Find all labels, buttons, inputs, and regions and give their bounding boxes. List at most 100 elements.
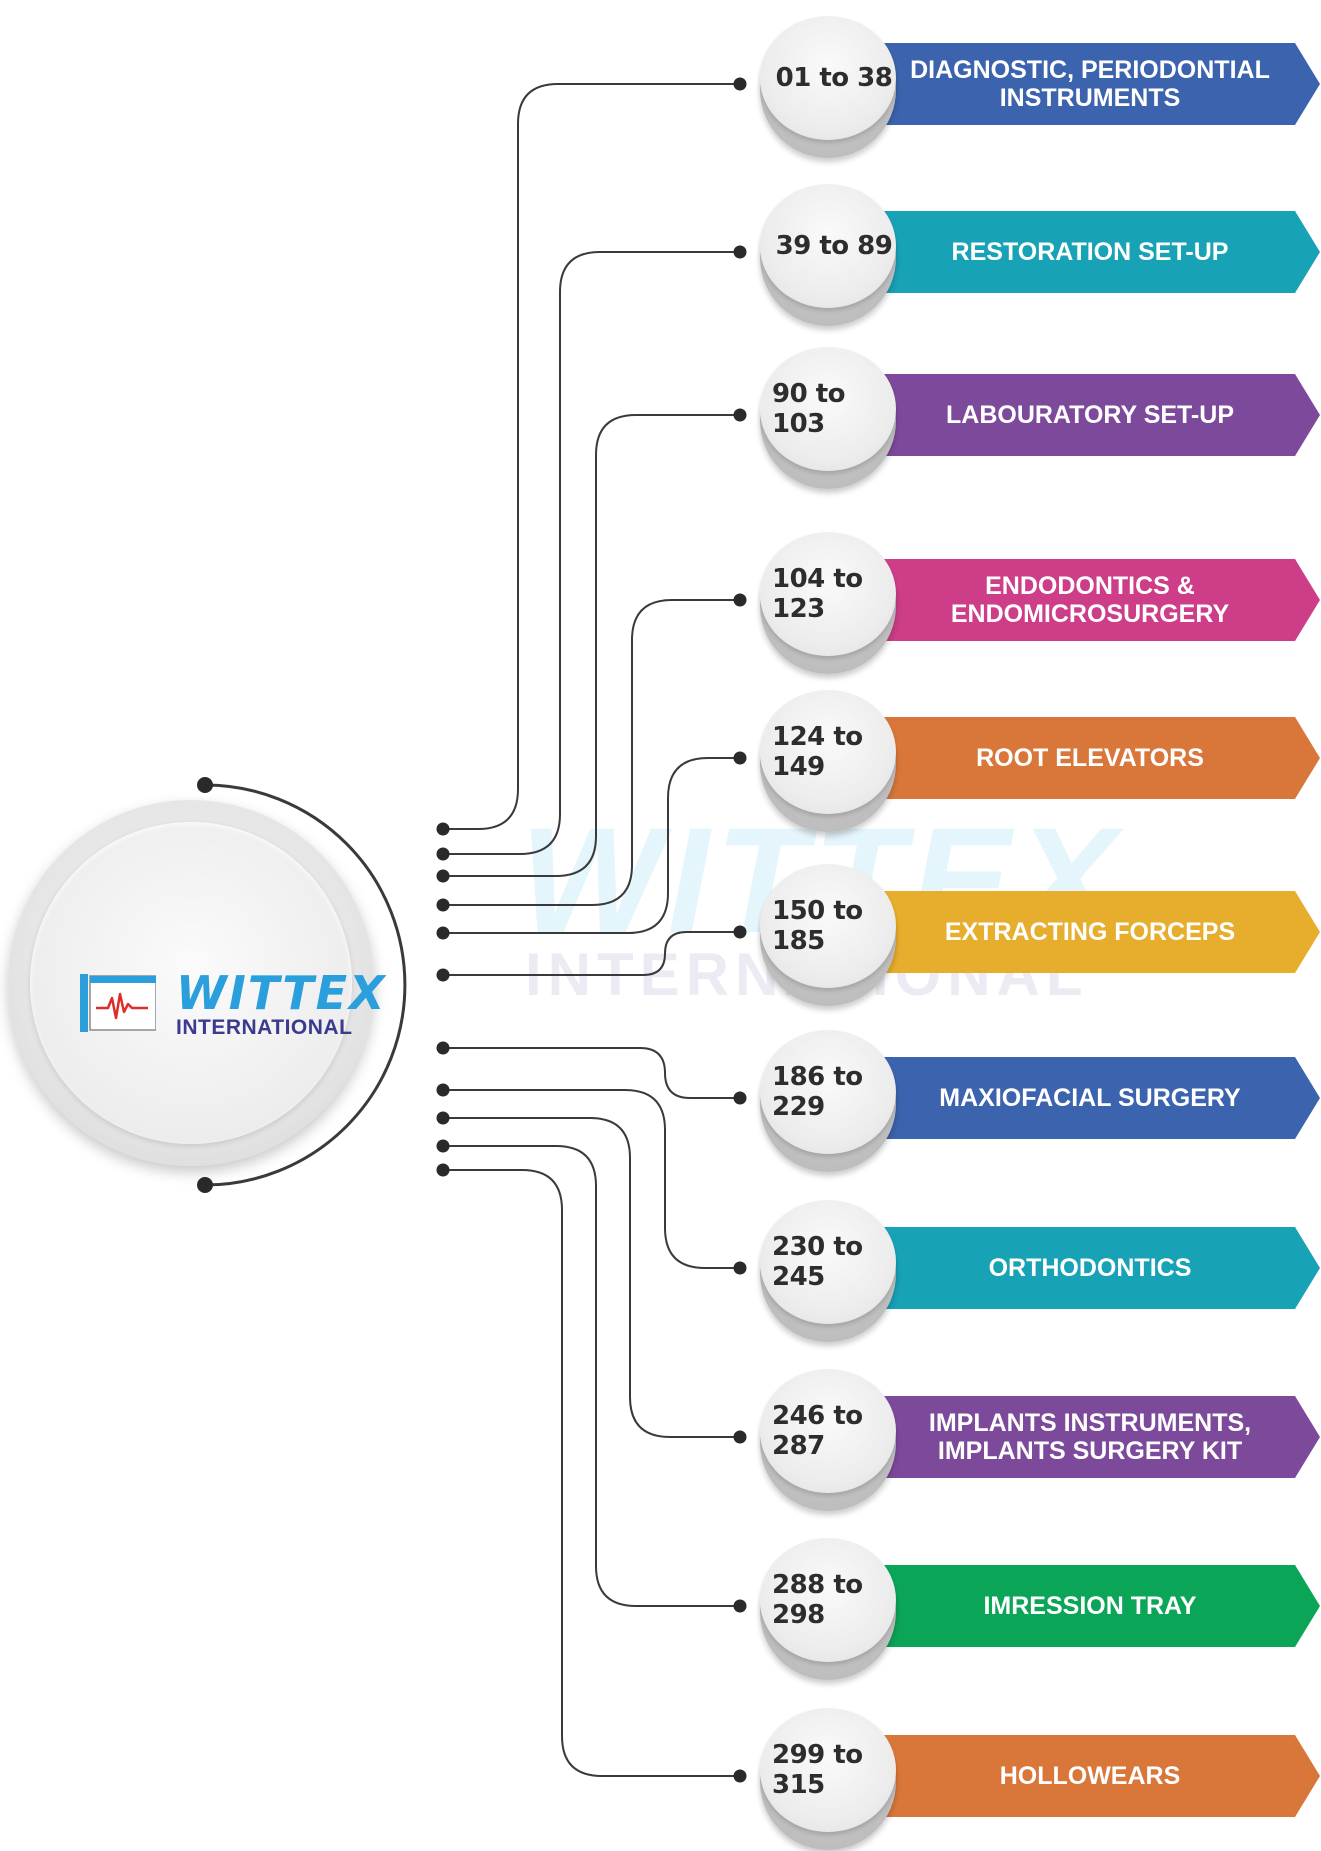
category-label: MAXIOFACIAL SURGERY [939,1084,1241,1112]
category-row: MAXIOFACIAL SURGERY 186 to 229 [0,1023,1321,1173]
connector-start-dot [436,968,450,982]
brand-hub: WITTEX INTERNATIONAL [8,800,385,1166]
category-row: LABOURATORY SET-UP 90 to 103 [0,340,1321,490]
heartbeat-logo-icon [80,974,156,1032]
connector-end-dot [733,925,747,939]
category-label: HOLLOWEARS [999,1762,1181,1790]
range-label: 01 to 38 [775,63,893,93]
category-arrow: IMPLANTS INSTRUMENTS, IMPLANTS SURGERY K… [880,1396,1320,1478]
category-label: EXTRACTING FORCEPS [944,918,1236,946]
logo-text: WITTEX INTERNATIONAL [176,970,387,1040]
category-arrow: ORTHODONTICS [880,1227,1320,1309]
category-arrow: HOLLOWEARS [880,1735,1320,1817]
connector-line [443,1145,740,1607]
connector-start-dot [436,1163,450,1177]
connector-start-dot [436,1041,450,1055]
category-label: RESTORATION SET-UP [951,238,1229,266]
connector-end-dot [733,1091,747,1105]
range-badge: 124 to 149 [760,690,896,814]
category-row: HOLLOWEARS 299 to 315 [0,1701,1321,1851]
category-label: ORTHODONTICS [988,1254,1192,1282]
range-badge: 39 to 89 [760,184,896,308]
connector-line [443,1047,740,1099]
category-arrow: IMRESSION TRAY [880,1565,1320,1647]
range-label: 246 to 287 [772,1401,863,1461]
category-label: ROOT ELEVATORS [976,744,1204,772]
range-badge: 150 to 185 [760,864,896,988]
connector-line [443,251,740,855]
connector-start-dot [436,847,450,861]
connector-start-dot [436,822,450,836]
category-arrow: DIAGNOSTIC, PERIODONTIAL INSTRUMENTS [880,43,1320,125]
hub-arc-dot-bottom [197,1177,213,1193]
connector-line [443,83,740,830]
category-row: ROOT ELEVATORS 124 to 149 [0,683,1321,833]
hub-arc-dot-top [197,777,213,793]
range-label: 186 to 229 [772,1062,863,1122]
connector-end-dot [733,1769,747,1783]
connector-end-dot [733,245,747,259]
category-arrow: MAXIOFACIAL SURGERY [880,1057,1320,1139]
connector-line [443,757,740,934]
connector-end-dot [733,408,747,422]
category-arrow: RESTORATION SET-UP [880,211,1320,293]
brand-subtitle: INTERNATIONAL [176,1016,353,1039]
range-badge: 246 to 287 [760,1369,896,1493]
connector-start-dot [436,869,450,883]
range-badge: 230 to 245 [760,1200,896,1324]
range-badge: 299 to 315 [760,1708,896,1832]
connector-start-dot [436,1083,450,1097]
category-arrow: ROOT ELEVATORS [880,717,1320,799]
connector-line [443,599,740,906]
connector-start-dot [436,1139,450,1153]
range-label: 39 to 89 [775,231,893,261]
category-row: DIAGNOSTIC, PERIODONTIAL INSTRUMENTS 01 t… [0,9,1321,159]
range-label: 230 to 245 [772,1232,863,1292]
connector-line [443,1169,740,1777]
category-row: EXTRACTING FORCEPS 150 to 185 [0,857,1321,1007]
range-label: 124 to 149 [772,722,863,782]
range-label: 90 to 103 [772,379,846,439]
category-arrow: ENDODONTICS & ENDOMICROSURGERY [880,559,1320,641]
connector-line [443,1089,740,1269]
connector-end-dot [733,593,747,607]
category-label: IMRESSION TRAY [983,1592,1197,1620]
category-row: ORTHODONTICS 230 to 245 [0,1193,1321,1343]
category-label: DIAGNOSTIC, PERIODONTIAL INSTRUMENTS [910,56,1270,112]
connector-end-dot [733,1599,747,1613]
connector-start-dot [436,898,450,912]
connector-line [443,414,740,877]
brand-hub-inner: WITTEX INTERNATIONAL [30,822,385,1144]
range-label: 299 to 315 [772,1740,863,1800]
category-row: IMRESSION TRAY 288 to 298 [0,1531,1321,1681]
range-label: 150 to 185 [772,896,863,956]
category-row: RESTORATION SET-UP 39 to 89 [0,177,1321,327]
category-arrow: EXTRACTING FORCEPS [880,891,1320,973]
connector-end-dot [733,1430,747,1444]
range-label: 288 to 298 [772,1570,863,1630]
range-label: 104 to 123 [772,564,863,624]
hub-arc [204,783,407,1187]
range-badge: 186 to 229 [760,1030,896,1154]
connector-start-dot [436,1111,450,1125]
category-label: IMPLANTS INSTRUMENTS, IMPLANTS SURGERY K… [928,1409,1252,1465]
category-label: ENDODONTICS & ENDOMICROSURGERY [950,572,1230,628]
connector-end-dot [733,1261,747,1275]
category-row: ENDODONTICS & ENDOMICROSURGERY 104 to 123 [0,525,1321,675]
wittex-logo: WITTEX INTERNATIONAL [80,970,385,1040]
range-badge: 01 to 38 [760,16,896,140]
category-label: LABOURATORY SET-UP [946,401,1234,429]
brand-name: WITTEX [176,966,387,1020]
connector-line [443,1117,740,1438]
connector-line [443,931,740,976]
range-badge: 104 to 123 [760,532,896,656]
connector-end-dot [733,751,747,765]
connector-group [436,77,747,1783]
connector-end-dot [733,77,747,91]
connector-start-dot [436,926,450,940]
category-arrow: LABOURATORY SET-UP [880,374,1320,456]
range-badge: 288 to 298 [760,1538,896,1662]
range-badge: 90 to 103 [760,347,896,471]
